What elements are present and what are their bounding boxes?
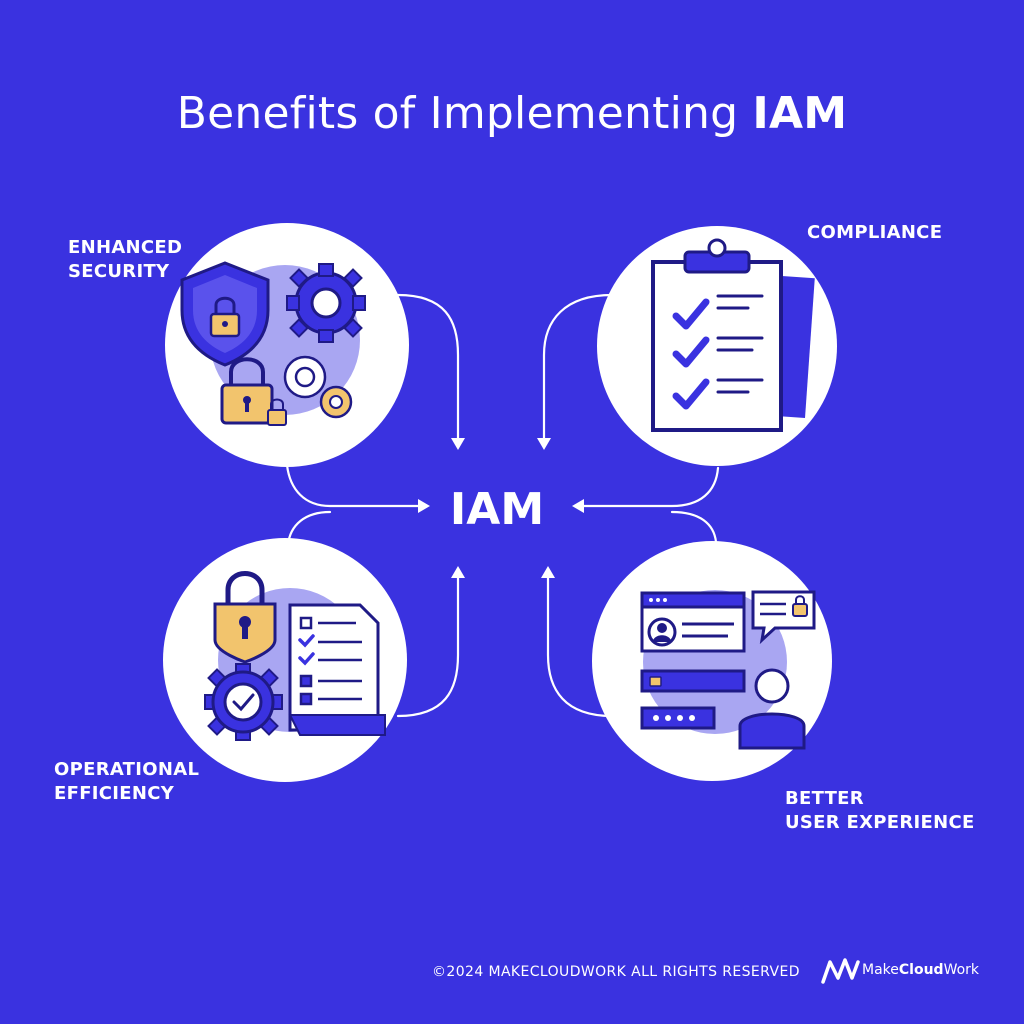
node-efficiency bbox=[163, 538, 407, 782]
title-bold: IAM bbox=[752, 88, 848, 139]
clipboard-checklist-icon bbox=[651, 238, 815, 432]
label-line: USER EXPERIENCE bbox=[785, 812, 975, 833]
label-better-user-experience: BETTER USER EXPERIENCE bbox=[785, 787, 975, 835]
brand-cloud: Cloud bbox=[898, 962, 944, 978]
label-line: SECURITY bbox=[68, 261, 170, 282]
brand-work: Work bbox=[943, 962, 980, 978]
label-line: OPERATIONAL bbox=[54, 759, 200, 780]
brand-make: Make bbox=[862, 962, 899, 978]
arrow-security-right bbox=[285, 463, 422, 508]
label-operational-efficiency: OPERATIONAL EFFICIENCY bbox=[54, 758, 199, 806]
user-avatar-icon bbox=[738, 668, 806, 750]
label-line: BETTER bbox=[785, 788, 864, 809]
label-line: EFFICIENCY bbox=[54, 783, 175, 804]
label-enhanced-security: ENHANCED SECURITY bbox=[68, 236, 182, 284]
shield-lock-icon bbox=[180, 261, 270, 367]
padlock-icon bbox=[220, 357, 287, 426]
arrowheads bbox=[418, 438, 584, 578]
gear-icon bbox=[286, 263, 366, 343]
title-regular: Benefits of Implementing bbox=[176, 88, 753, 139]
label-line: ENHANCED bbox=[68, 237, 183, 258]
arrow-efficiency-up bbox=[396, 570, 460, 718]
label-compliance: COMPLIANCE bbox=[807, 221, 942, 245]
arrow-ux-link bbox=[670, 510, 718, 544]
gear-icon bbox=[283, 355, 353, 419]
brand-text: MakeCloudWork bbox=[862, 962, 979, 978]
arrow-compliance-left bbox=[580, 466, 720, 508]
node-compliance bbox=[597, 226, 837, 466]
label-line: COMPLIANCE bbox=[807, 222, 943, 243]
brand-logo-icon bbox=[821, 958, 860, 984]
chat-bubble-icon bbox=[751, 590, 816, 645]
brand-wordmark: MakeCloudWork bbox=[862, 962, 979, 978]
padlock-icon bbox=[213, 571, 277, 664]
node-ux bbox=[592, 541, 832, 781]
center-node-label: IAM bbox=[449, 484, 545, 535]
arrow-ux-up bbox=[546, 570, 614, 718]
page-title: Benefits of Implementing IAM bbox=[0, 88, 1024, 139]
gear-check-icon bbox=[204, 663, 283, 741]
node-security bbox=[165, 223, 409, 467]
copyright-footer: ©2024 MAKECLOUDWORK ALL RIGHTS RESERVED bbox=[432, 964, 800, 980]
document-checklist-icon bbox=[288, 603, 386, 736]
arrow-compliance-down bbox=[542, 293, 614, 442]
password-field-icon bbox=[640, 669, 746, 730]
arrow-security-down bbox=[396, 293, 460, 442]
user-profile-icon bbox=[640, 591, 746, 653]
